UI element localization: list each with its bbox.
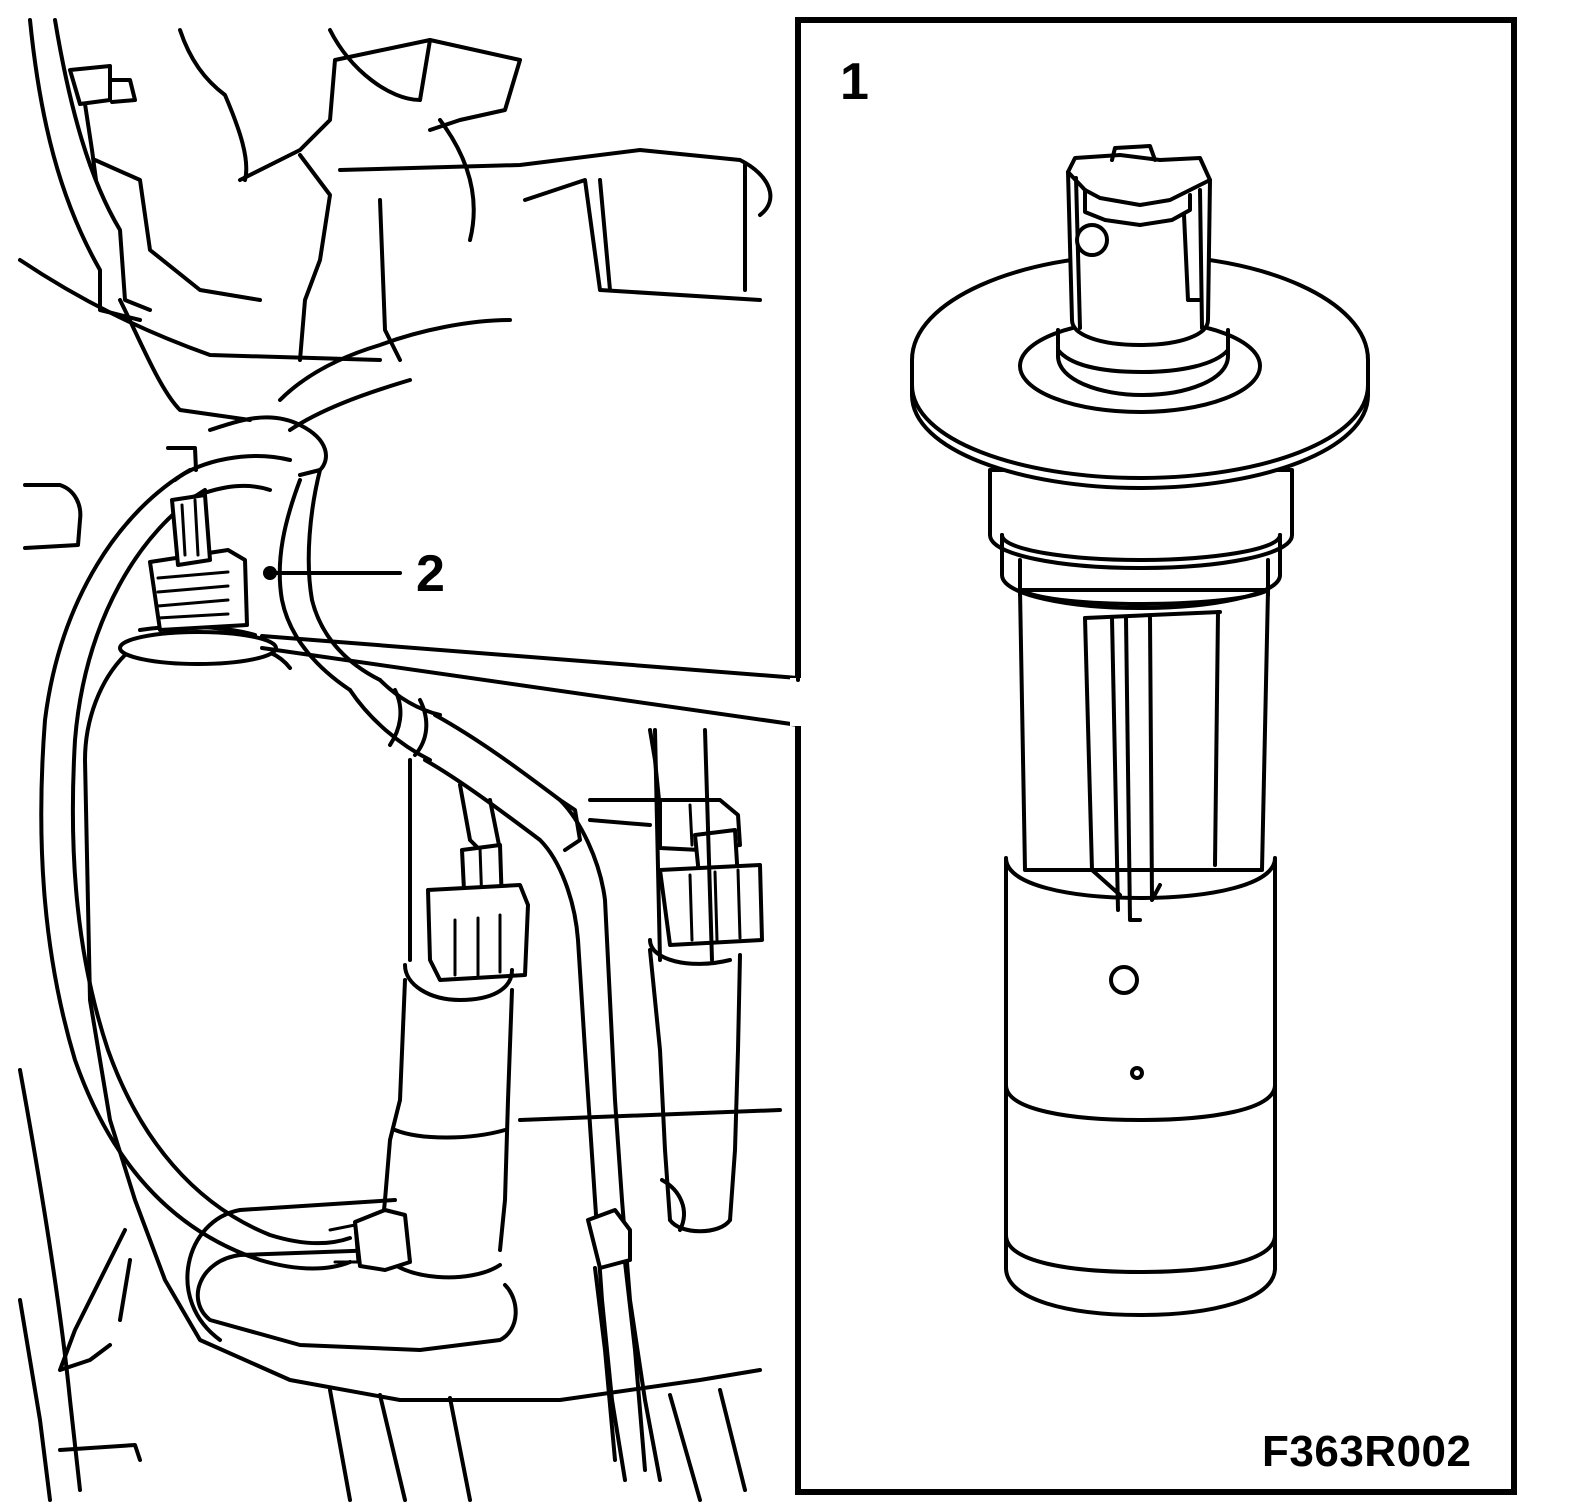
detail-view [790,17,1517,1495]
return-hose [586,1208,647,1472]
fuel-pump-right [588,728,764,1234]
frame-lines [18,1108,782,1502]
pump-connector-left [148,493,249,632]
figure-code: F363R002 [1262,1427,1472,1476]
projection-lines [260,634,800,727]
pump-hole-lower [1130,1066,1144,1080]
installed-view [18,18,782,1502]
fuel-pump-detail [910,144,1370,1317]
pump-canister [1004,856,1277,1317]
pump-electrical-connector [1066,153,1212,347]
pump-hole-upper [1109,965,1139,995]
callout-label-2: 2 [416,545,445,603]
coolant-hose [18,468,352,1492]
callout-2-leader [263,566,402,580]
background-structure [18,18,773,550]
wiring-harness [173,318,662,1482]
fuel-pump-center [185,758,530,1352]
fuel-reservoir [83,624,762,1402]
tank-flange [118,630,278,666]
callout-label-1: 1 [840,53,869,111]
